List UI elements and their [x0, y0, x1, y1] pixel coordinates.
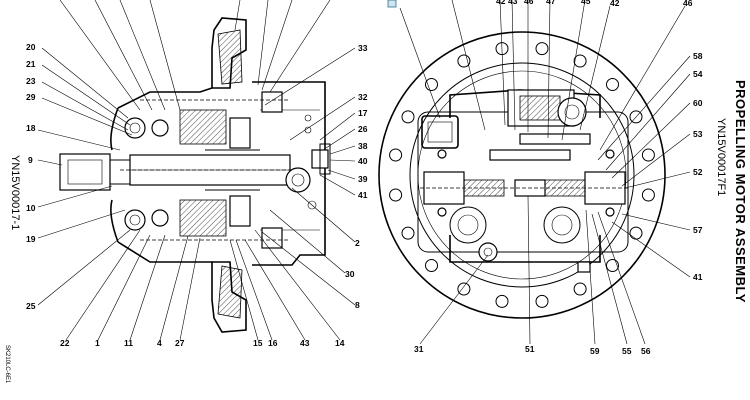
callout-4: 4	[157, 338, 162, 348]
callout-42-right: 42	[610, 0, 620, 8]
callout-41: 41	[358, 190, 368, 200]
callout-56: 56	[641, 346, 651, 356]
front-view	[378, 31, 666, 319]
bolt-hole	[629, 226, 643, 240]
bolt-hole	[457, 54, 471, 68]
callout-10: 10	[26, 203, 36, 213]
callout-43: 43	[300, 338, 310, 348]
bolt-hole	[425, 78, 438, 91]
callout-23: 23	[26, 76, 36, 86]
callout-54: 54	[693, 69, 703, 79]
callout-1: 1	[95, 338, 100, 348]
cross-section-view	[59, 17, 331, 333]
callout-60: 60	[693, 98, 703, 108]
right-leader-lines	[399, 0, 691, 345]
callout-33: 33	[358, 43, 368, 53]
callout-30: 30	[345, 269, 355, 279]
callout-41-right: 41	[693, 272, 703, 282]
callout-20: 20	[26, 42, 36, 52]
callout-22: 22	[60, 338, 70, 348]
bolt-hole	[401, 226, 415, 240]
callout-14: 14	[335, 338, 345, 348]
bolt-hole	[606, 259, 619, 272]
bolt-hole	[606, 78, 619, 91]
callout-46-top: 46	[524, 0, 534, 6]
left-drawing-code: YN15V00017-1	[9, 155, 21, 230]
callout-11: 11	[124, 338, 133, 348]
callout-16: 16	[268, 338, 278, 348]
right-callout-labels: 42 43 46 47 45 42 46 58 54 60 53 52 57 4…	[414, 0, 703, 356]
callout-17: 17	[358, 108, 368, 118]
callout-18: 18	[26, 123, 36, 133]
bolt-hole	[495, 294, 509, 308]
bolt-hole	[535, 294, 549, 308]
assembly-title: PROPELLING MOTOR ASSEMBLY	[733, 80, 748, 303]
callout-26: 26	[358, 124, 368, 134]
callout-39: 39	[358, 174, 368, 184]
left-callout-labels: 20 21 23 29 18 9 10 19 25 22 1 11 4 27 1…	[26, 42, 368, 348]
callout-53: 53	[693, 129, 703, 139]
callout-8: 8	[355, 300, 360, 310]
callout-52: 52	[693, 167, 703, 177]
bolt-hole	[641, 188, 655, 202]
callout-43-top: 43	[508, 0, 518, 6]
bolt-hole	[425, 259, 438, 272]
bolt-hole	[389, 188, 403, 202]
callout-9: 9	[28, 155, 33, 165]
callout-59: 59	[590, 346, 600, 356]
callout-27: 27	[175, 338, 185, 348]
callout-45-top: 45	[581, 0, 591, 6]
callout-47-top: 47	[546, 0, 556, 6]
callout-19: 19	[26, 234, 36, 244]
callout-55: 55	[622, 346, 632, 356]
bolt-hole	[573, 282, 587, 296]
bolt-hole	[401, 110, 415, 124]
bolt-hole	[573, 54, 587, 68]
bolt-hole	[535, 42, 549, 56]
callout-40: 40	[358, 156, 368, 166]
callout-38: 38	[358, 141, 368, 151]
callout-57: 57	[693, 225, 703, 235]
callout-51: 51	[525, 344, 535, 354]
callout-25: 25	[26, 301, 36, 311]
callout-32: 32	[358, 92, 368, 102]
callout-2: 2	[355, 238, 360, 248]
callout-21: 21	[26, 59, 36, 69]
callout-31: 31	[414, 344, 424, 354]
callout-42-top: 42	[496, 0, 506, 6]
bolt-hole	[389, 148, 403, 162]
callout-58: 58	[693, 51, 703, 61]
sheet-reference: SK210LC-6E1	[4, 345, 10, 384]
left-leader-lines	[37, 0, 356, 341]
bolt-hole	[641, 148, 655, 162]
marker-tag	[387, 0, 397, 8]
callout-29: 29	[26, 92, 36, 102]
bolt-hole	[457, 282, 471, 296]
callout-46-right: 46	[683, 0, 693, 8]
right-drawing-code: YN15V00017F1	[715, 118, 727, 196]
callout-15: 15	[253, 338, 263, 348]
